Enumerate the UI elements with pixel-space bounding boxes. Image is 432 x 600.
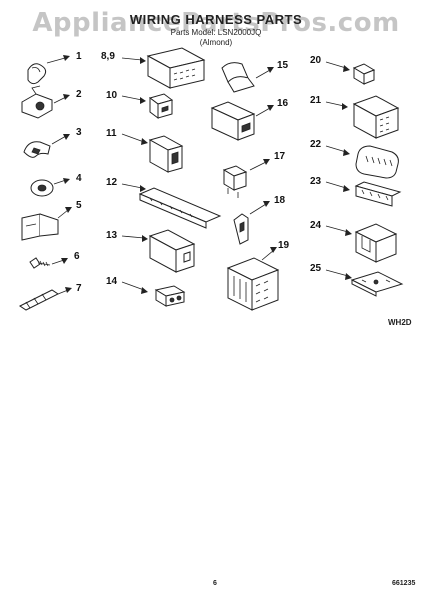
document-number: 661235 (392, 580, 416, 587)
figure-code: WH2D (388, 318, 412, 327)
part-19-drawing (226, 247, 280, 311)
part-12-drawing (121, 183, 222, 229)
part-20-drawing (325, 61, 376, 85)
part-number-3: 3 (76, 127, 82, 138)
part-16-drawing (210, 101, 274, 141)
part-number-2: 2 (76, 89, 82, 100)
part-23-drawing (325, 181, 402, 207)
part-5-drawing (21, 207, 72, 241)
part-8-9-drawing (121, 47, 206, 89)
part-number-1: 1 (76, 51, 82, 62)
part-17-drawing (222, 159, 270, 198)
page-number: 6 (213, 580, 217, 587)
part-number-14: 14 (106, 276, 118, 287)
part-number-10: 10 (106, 90, 118, 101)
part-22-drawing (325, 145, 399, 179)
part-number-5: 5 (76, 200, 82, 211)
part-number-23: 23 (310, 176, 322, 187)
part-number-19: 19 (278, 240, 290, 251)
part-number-11: 11 (106, 128, 117, 139)
part-7-drawing (19, 287, 72, 311)
part-number-24: 24 (310, 220, 322, 231)
part-6-drawing (29, 257, 68, 269)
part-2-drawing (21, 85, 70, 119)
part-number-4: 4 (76, 173, 82, 184)
part-number-15: 15 (277, 60, 289, 71)
part-24-drawing (325, 223, 398, 263)
part-number-18: 18 (274, 195, 286, 206)
part-number-8-9: 8,9 (101, 51, 115, 62)
model-line: Parts Model: LSN2000JQ (170, 28, 262, 37)
part-number-21: 21 (310, 95, 322, 106)
part-number-6: 6 (74, 251, 80, 262)
part-11-drawing (121, 133, 184, 173)
part-number-20: 20 (310, 55, 322, 66)
color-line: (Almond) (199, 38, 233, 47)
part-25-drawing (325, 269, 404, 297)
part-13-drawing (121, 229, 196, 273)
page-header: WIRING HARNESS PARTS Parts Model: LSN200… (0, 12, 432, 47)
part-10-drawing (121, 93, 174, 119)
part-number-25: 25 (310, 263, 322, 274)
part-number-17: 17 (274, 151, 286, 162)
part-21-drawing (325, 95, 400, 139)
part-1-drawing (27, 55, 70, 85)
part-15-drawing (221, 62, 274, 93)
part-number-13: 13 (106, 230, 118, 241)
part-14-drawing (121, 281, 186, 307)
page-title: WIRING HARNESS PARTS (129, 12, 303, 27)
part-4-drawing (30, 178, 70, 197)
part-number-22: 22 (310, 139, 322, 150)
part-number-7: 7 (76, 283, 82, 294)
part-18-drawing (233, 201, 270, 245)
part-number-16: 16 (277, 98, 289, 109)
part-number-12: 12 (106, 177, 118, 188)
part-3-drawing (23, 134, 70, 158)
